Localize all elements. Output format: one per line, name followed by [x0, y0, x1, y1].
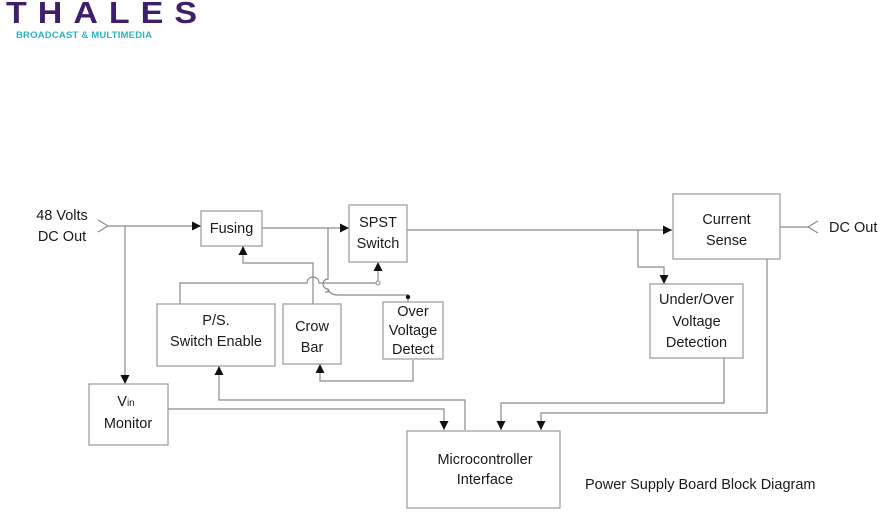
block-crow-bar: Crow Bar	[283, 304, 341, 364]
micro-label-2: Interface	[457, 472, 513, 488]
ovd-label-2: Voltage	[389, 323, 437, 339]
ps-enable-label-2: Switch Enable	[170, 334, 262, 350]
ovd-label-3: Detect	[392, 342, 434, 358]
block-current-sense: Current Sense	[673, 194, 780, 259]
ps-enable-label-1: P/S.	[202, 313, 229, 329]
micro-label-1: Microcontroller	[437, 452, 532, 468]
block-spst-switch: SPST Switch	[349, 205, 407, 262]
wire-micro-to-ps-enable	[219, 366, 465, 430]
input-label-2: DC Out	[38, 229, 86, 245]
vin-label-2: Monitor	[104, 416, 153, 432]
wire-uovd-to-micro	[501, 358, 724, 430]
fusing-label: Fusing	[210, 221, 254, 237]
block-vin-monitor: Vin Monitor	[89, 384, 168, 445]
output-connector	[808, 221, 818, 233]
current-sense-label-1: Current	[702, 212, 750, 228]
uovd-label-2: Voltage	[672, 314, 720, 330]
input-connector	[98, 220, 108, 232]
spst-label-1: SPST	[359, 215, 397, 231]
output-label: DC Out	[829, 220, 877, 236]
block-fusing: Fusing	[201, 211, 262, 246]
block-over-voltage-detect: Over Voltage Detect	[383, 302, 443, 359]
diagram-caption: Power Supply Board Block Diagram	[585, 477, 816, 493]
vin-label-main: V	[117, 394, 127, 410]
block-ps-switch-enable: P/S. Switch Enable	[157, 304, 275, 366]
ovd-label-1: Over	[397, 304, 429, 320]
uovd-label-1: Under/Over	[659, 292, 734, 308]
current-sense-label-2: Sense	[706, 233, 747, 249]
crowbar-label-1: Crow	[295, 319, 329, 335]
crowbar-label-2: Bar	[301, 340, 324, 356]
junction-dot	[376, 281, 380, 285]
junction-dot	[406, 295, 410, 299]
spst-label-2: Switch	[357, 236, 400, 252]
wire-ps-enable-to-spst	[180, 262, 378, 304]
block-under-over-voltage-detection: Under/Over Voltage Detection	[650, 284, 743, 358]
block-microcontroller-interface: Microcontroller Interface	[407, 431, 560, 508]
wire-crowbar-to-fusing	[243, 246, 313, 304]
wire-spst-to-uovd	[638, 230, 664, 284]
uovd-label-3: Detection	[666, 335, 727, 351]
input-label-1: 48 Volts	[36, 208, 88, 224]
wire-vin-to-micro	[168, 409, 444, 430]
vin-label-sub: in	[127, 398, 135, 409]
